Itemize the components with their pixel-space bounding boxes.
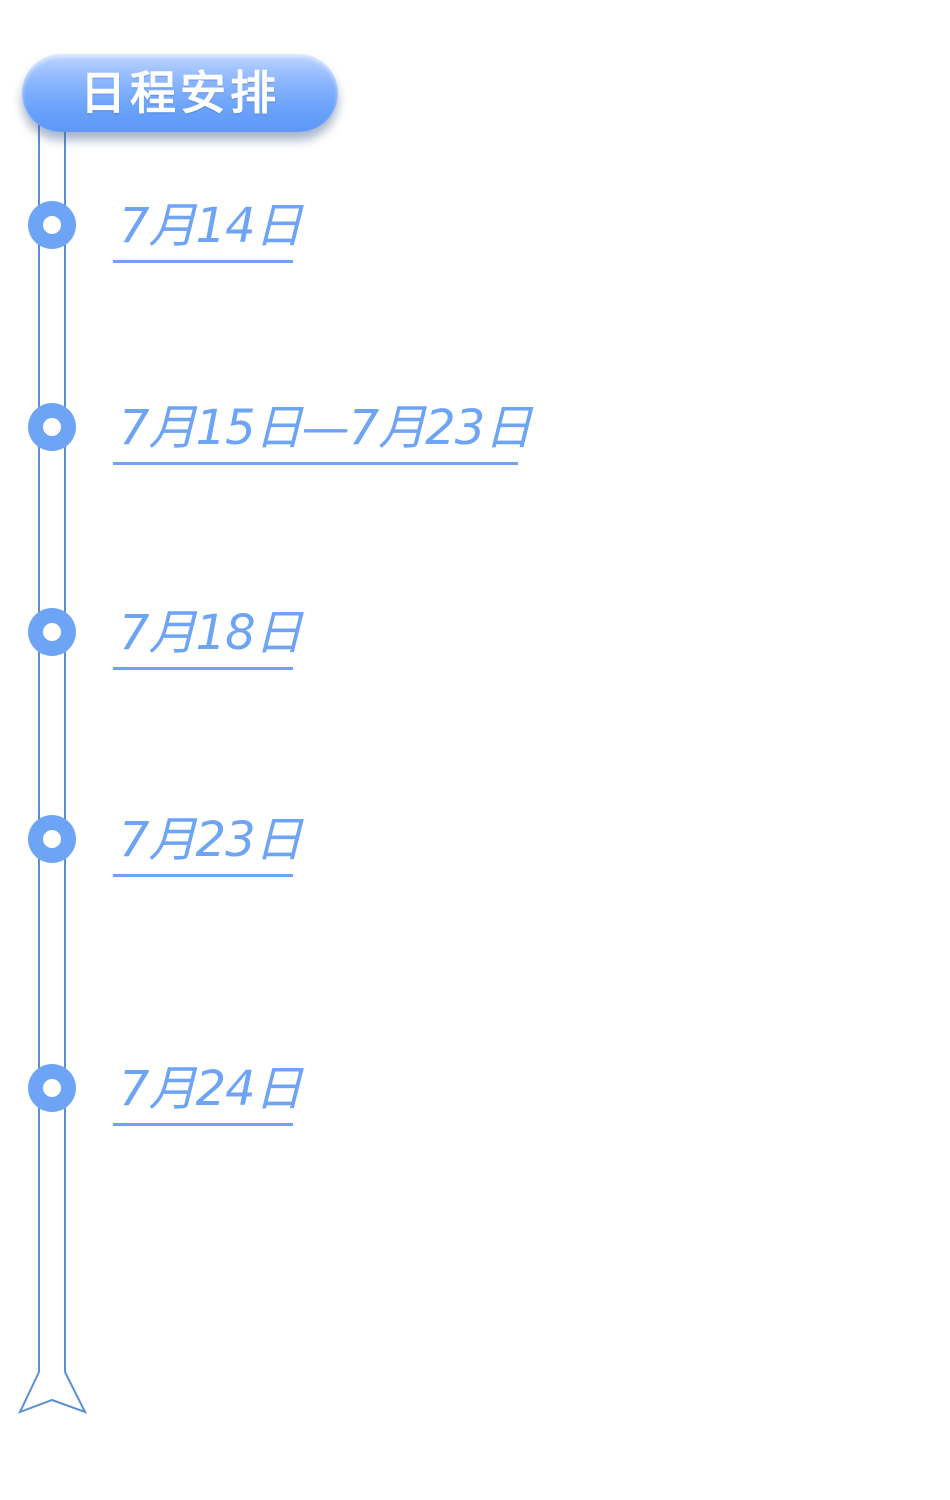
- schedule-date: 7月18日: [119, 605, 303, 661]
- date-underline: [113, 667, 293, 670]
- timeline-arrow-icon: [18, 1371, 88, 1414]
- schedule-date: 7月23日: [119, 812, 303, 868]
- schedule-item: 7月23日: [113, 810, 303, 877]
- schedule-item: 7月14日: [113, 196, 303, 263]
- date-underline: [113, 1123, 293, 1126]
- schedule-date: 7月15日—7月23日: [119, 400, 532, 456]
- schedule-item: 7月18日: [113, 603, 303, 670]
- timeline-node-icon: [28, 201, 76, 249]
- page-title: 日程安排: [80, 66, 280, 120]
- schedule-item: 7月15日—7月23日: [113, 398, 532, 465]
- date-underline: [113, 874, 293, 877]
- schedule-date: 7月14日: [119, 198, 303, 254]
- timeline-node-icon: [28, 403, 76, 451]
- date-underline: [113, 260, 293, 263]
- timeline-node-icon: [28, 815, 76, 863]
- schedule-item: 7月24日: [113, 1059, 303, 1126]
- timeline-node-icon: [28, 608, 76, 656]
- schedule-date: 7月24日: [119, 1061, 303, 1117]
- date-underline: [113, 462, 518, 465]
- timeline-node-icon: [28, 1064, 76, 1112]
- title-banner: 日程安排: [22, 54, 338, 132]
- timeline-rail: [18, 100, 88, 1414]
